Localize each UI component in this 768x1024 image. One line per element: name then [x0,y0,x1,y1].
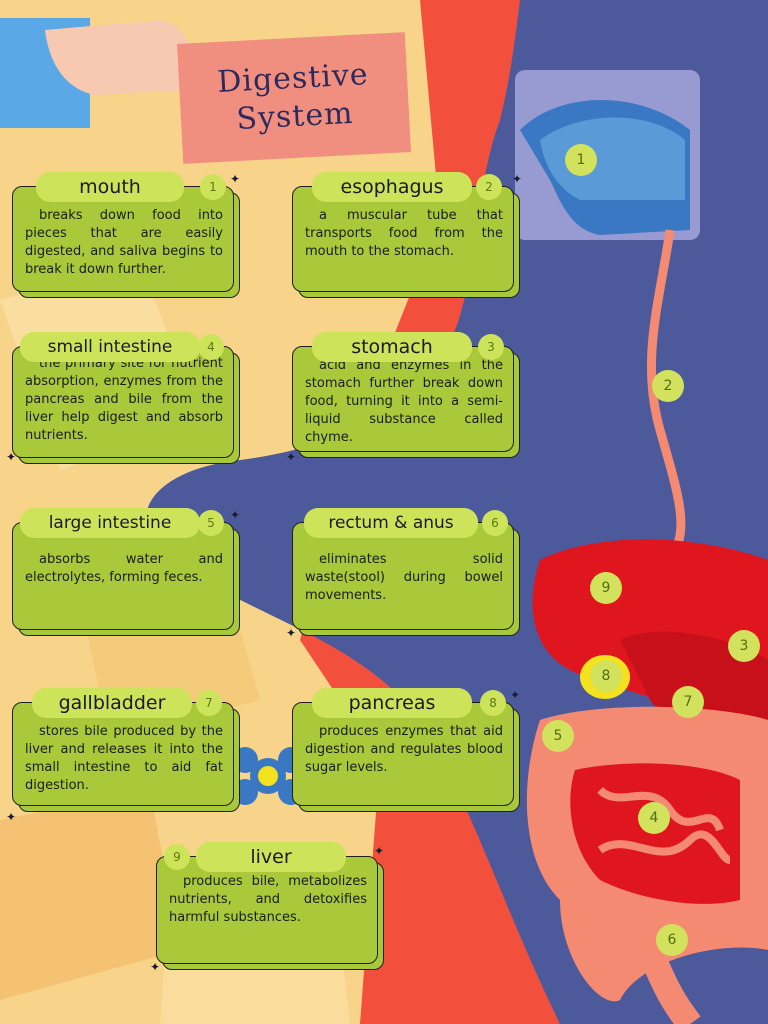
marker-small-intestine: 4 [638,802,670,834]
card-description: produces bile, metabolizes nutrients, an… [156,856,378,964]
marker-liver: 9 [590,572,622,604]
sparkle-icon: ✦ [286,626,297,640]
card-number: 1 [200,174,226,200]
card-pancreas: produces enzymes that aid digestion and … [292,688,520,812]
marker-pancreas: 8 [590,660,622,692]
card-liver: produces bile, metabolizes nutrients, an… [150,842,384,974]
card-number: 2 [476,174,502,200]
card-esophagus: a muscular tube that transports food fro… [292,172,522,298]
marker-mouth: 1 [565,144,597,176]
card-number: 3 [478,334,504,360]
card-number: 9 [164,844,190,870]
card-number: 6 [482,510,508,536]
card-description: the primary site for nutrient absorption… [12,346,234,458]
card-small-intestine: the primary site for nutrient absorption… [6,332,240,464]
sparkle-icon: ✦ [150,960,161,974]
sparkle-icon: ✦ [230,508,241,522]
card-description: stores bile produced by the liver and re… [12,702,234,806]
card-rectum-anus: eliminates solid waste(stool) during bow… [286,508,520,640]
sparkle-icon: ✦ [6,810,17,824]
card-description: a muscular tube that transports food fro… [292,186,514,292]
sparkle-icon: ✦ [230,172,241,186]
sparkle-icon: ✦ [512,172,523,186]
sparkle-icon: ✦ [286,450,297,464]
card-label: pancreas [312,688,472,718]
card-label: mouth [36,172,184,202]
card-large-intestine: absorbs water and electrolytes, forming … [12,508,240,636]
marker-esophagus: 2 [652,370,684,402]
title-card: Digestive System [177,32,411,164]
card-number: 4 [198,334,224,360]
sparkle-icon: ✦ [374,844,385,858]
card-description: acid and enzymes in the stomach further … [292,346,514,452]
card-description: eliminates solid waste(stool) during bow… [292,522,514,630]
card-number: 8 [480,690,506,716]
card-label: large intestine [20,508,200,538]
card-stomach: acid and enzymes in the stomach further … [286,332,520,464]
marker-stomach: 3 [728,630,760,662]
card-label: rectum & anus [304,508,478,538]
card-description: breaks down food into pieces that are ea… [12,186,234,292]
marker-gallbladder: 7 [672,686,704,718]
sparkle-icon: ✦ [510,688,521,702]
hand-icon [0,18,192,128]
card-label: gallbladder [32,688,192,718]
card-label: liver [196,842,346,872]
marker-rectum-anus: 6 [656,924,688,956]
card-label: small intestine [20,332,200,362]
sparkle-icon: ✦ [6,450,17,464]
card-description: produces enzymes that aid digestion and … [292,702,514,806]
title-line-2: System [235,95,355,138]
card-label: stomach [312,332,472,362]
card-gallbladder: stores bile produced by the liver and re… [6,688,240,824]
marker-large-intestine: 5 [542,720,574,752]
card-number: 5 [198,510,224,536]
card-label: esophagus [312,172,472,202]
card-number: 7 [196,690,222,716]
card-description: absorbs water and electrolytes, forming … [12,522,234,630]
card-mouth: breaks down food into pieces that are ea… [12,172,240,298]
